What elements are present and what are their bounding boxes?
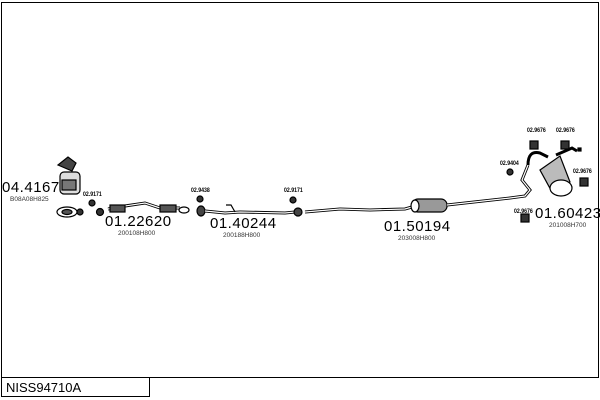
accessory-number[interactable]: 02.9171 bbox=[83, 191, 102, 198]
oem-number: 200188H800 bbox=[223, 232, 261, 239]
oem-number: 201008H700 bbox=[549, 222, 587, 229]
rear-silencer-part[interactable] bbox=[526, 146, 582, 197]
accessory-number[interactable]: 02.9676 bbox=[556, 127, 575, 134]
gasket-icon bbox=[506, 168, 514, 176]
accessory-number[interactable]: 02.9676 bbox=[573, 168, 592, 175]
part-number[interactable]: 01.22620 bbox=[105, 213, 172, 230]
gasket-icon bbox=[196, 195, 204, 203]
part-number[interactable]: 04.4167 bbox=[2, 179, 60, 196]
oem-number: 200108H800 bbox=[118, 230, 156, 237]
accessory-number[interactable]: 02.9676 bbox=[514, 208, 533, 215]
front-pipe-part[interactable] bbox=[95, 201, 190, 217]
accessory-number[interactable]: 02.9171 bbox=[284, 187, 303, 194]
accessory-number[interactable]: 02.9438 bbox=[191, 187, 210, 194]
catalytic-converter-part[interactable] bbox=[56, 156, 84, 218]
reference-code: NISS94710A bbox=[1, 377, 150, 397]
gasket-icon bbox=[289, 196, 297, 204]
oem-number: B08A08H825 bbox=[10, 196, 49, 203]
gasket-icon bbox=[88, 199, 96, 207]
accessory-parts bbox=[88, 140, 589, 223]
accessory-number[interactable]: 02.9676 bbox=[527, 127, 546, 134]
rubber-mount-icon bbox=[579, 177, 589, 187]
rubber-mount-icon bbox=[520, 213, 530, 223]
diagram-frame bbox=[1, 2, 599, 378]
rubber-mount-icon bbox=[560, 140, 570, 150]
frame-bottom-line bbox=[150, 377, 598, 378]
part-number[interactable]: 01.50194 bbox=[384, 218, 451, 235]
center-silencer-part[interactable] bbox=[304, 164, 532, 214]
part-number[interactable]: 01.40244 bbox=[210, 215, 277, 232]
intermediate-pipe-part[interactable] bbox=[196, 204, 303, 217]
accessory-number[interactable]: 02.9404 bbox=[500, 160, 519, 167]
oem-number: 203008H800 bbox=[398, 235, 436, 242]
part-number[interactable]: 01.60423 bbox=[535, 205, 600, 222]
rubber-mount-icon bbox=[529, 140, 539, 150]
